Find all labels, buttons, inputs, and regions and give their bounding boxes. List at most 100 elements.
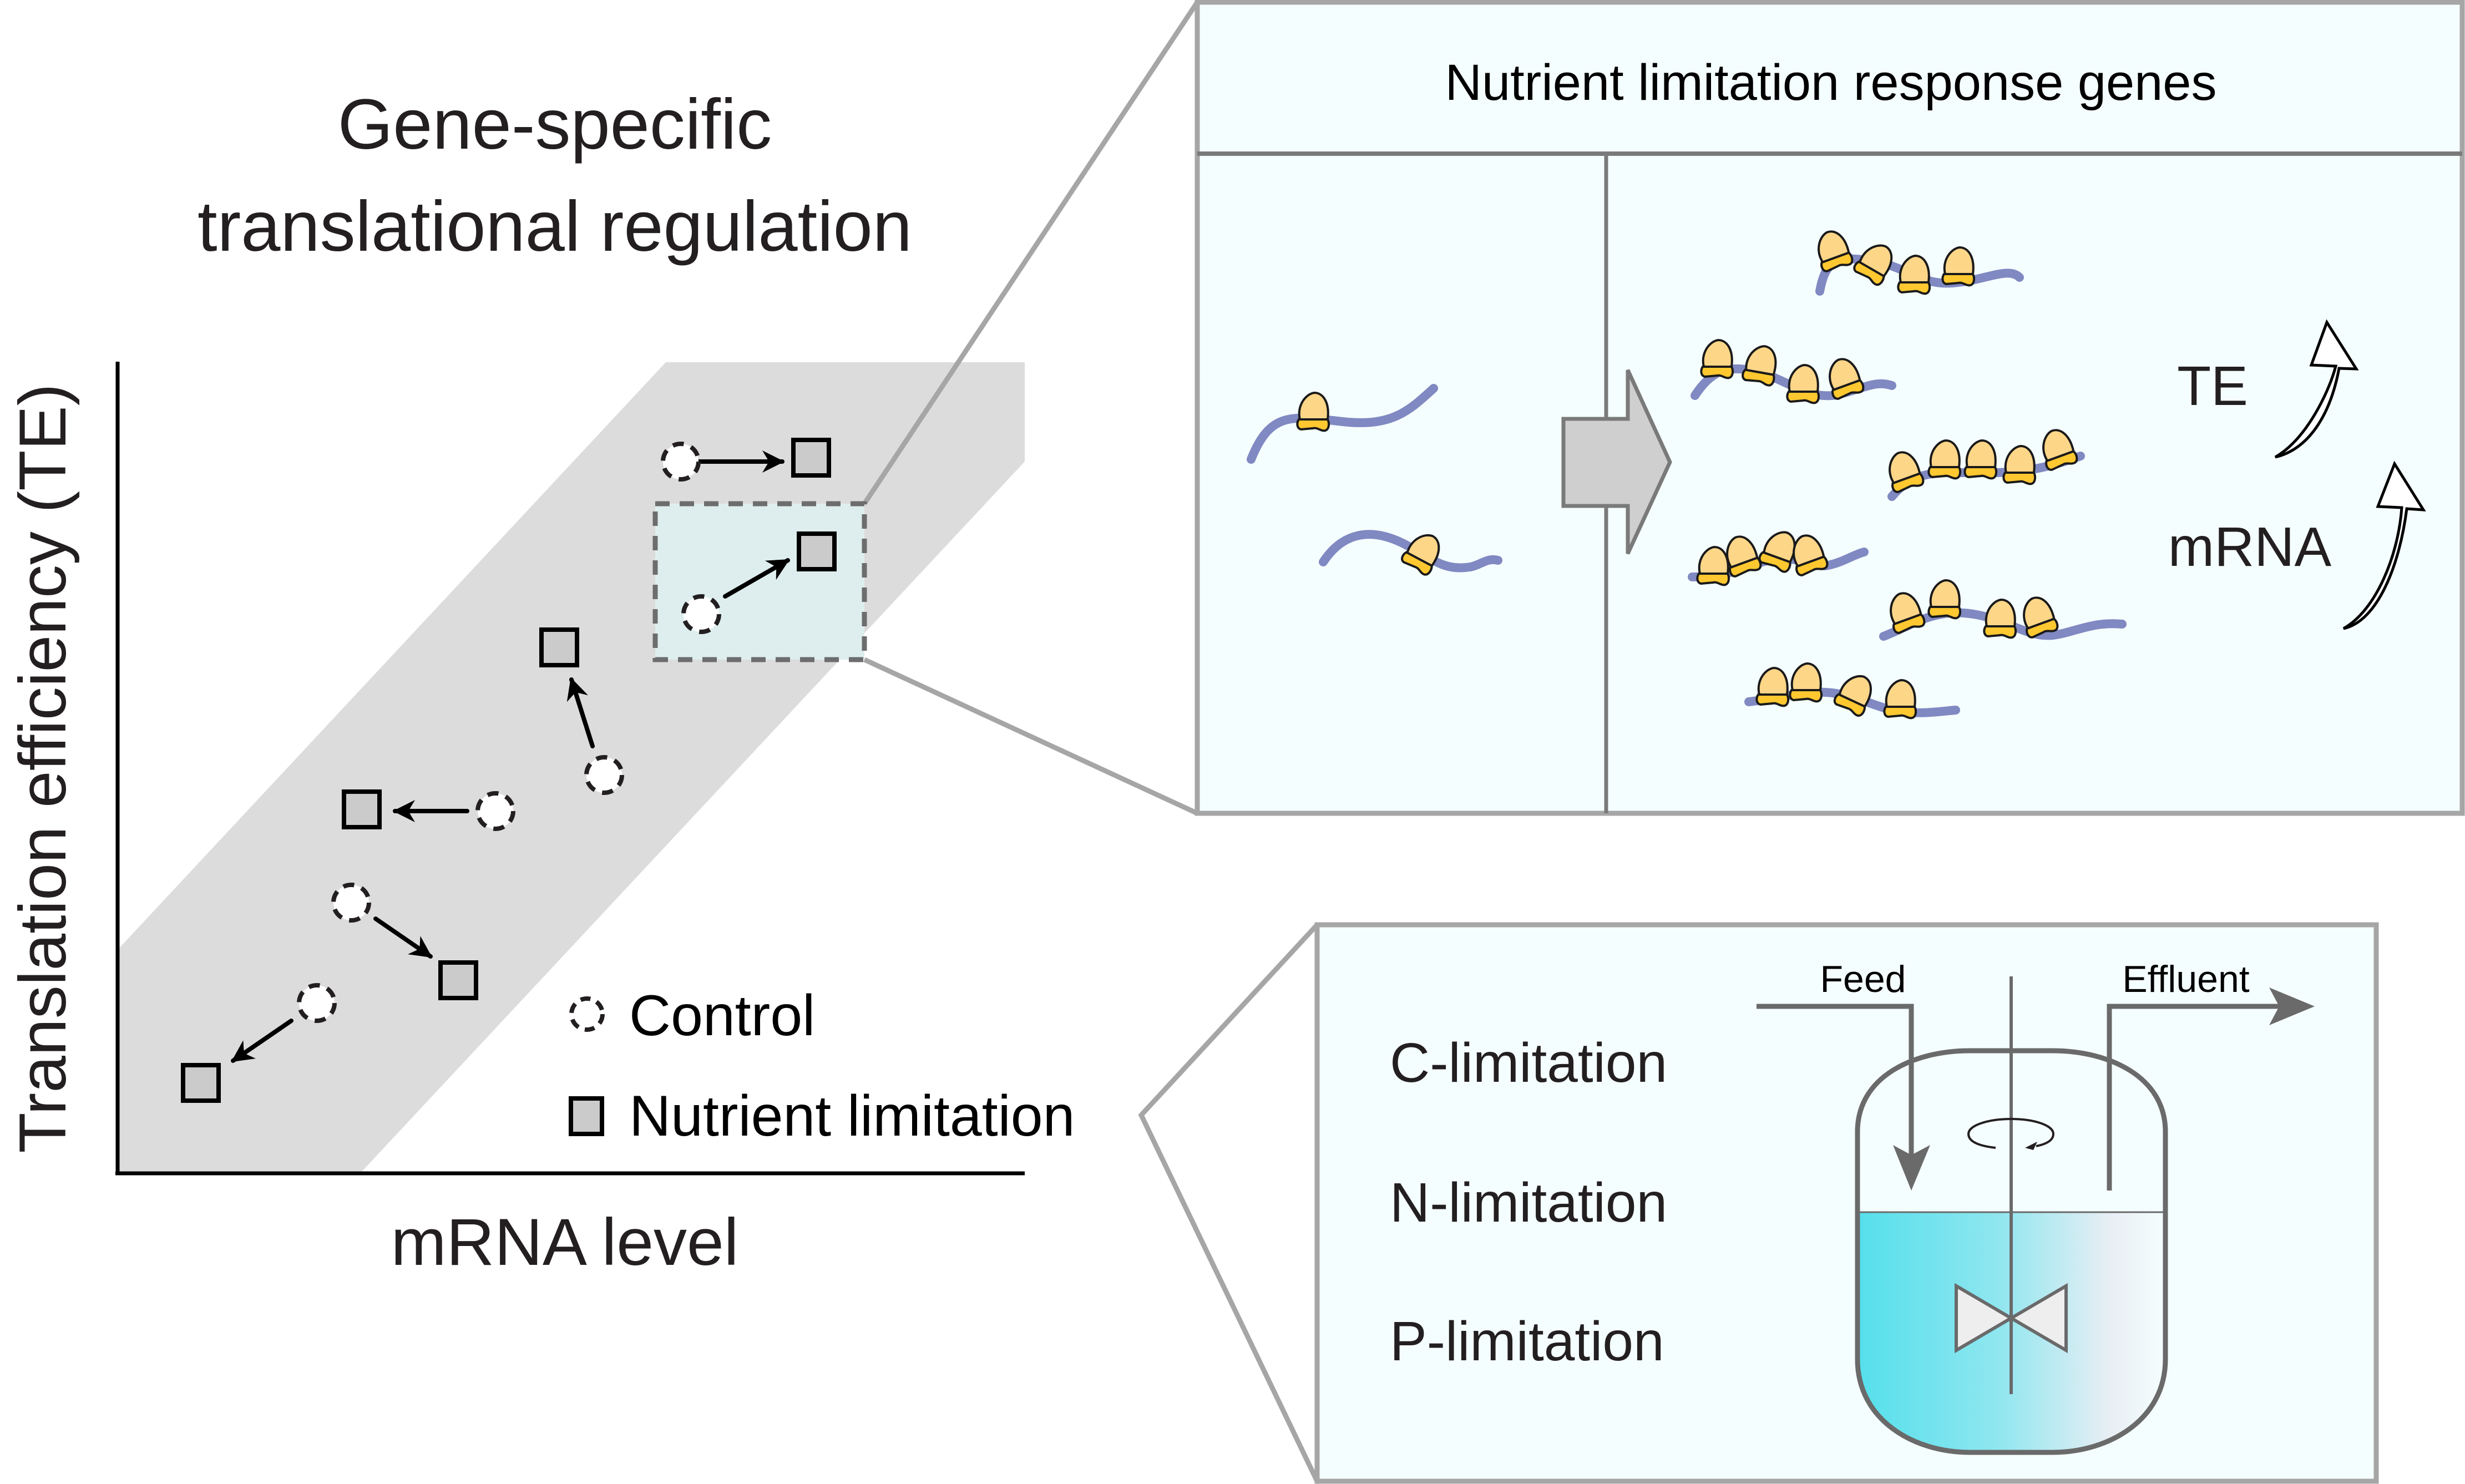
y-axis-label: Translation efficiency (TE) — [6, 383, 80, 1153]
control-marker — [475, 791, 515, 831]
ribosome-icon — [1897, 254, 1931, 295]
ribosome-icon — [1890, 592, 1926, 634]
ribosome-icon — [2042, 429, 2078, 471]
te-label: TE — [2177, 355, 2248, 417]
ribosome-icon — [1696, 545, 1730, 586]
ribosome-icon — [1742, 345, 1777, 387]
te-vs-mrna-plot: Translation efficiency (TE) mRNA level C… — [6, 1, 1320, 1482]
induced-transcript — [1690, 338, 1896, 404]
control-marker — [297, 983, 337, 1023]
shift-arrow — [723, 558, 790, 599]
control-marker — [661, 442, 701, 482]
legend-control-label: Control — [629, 984, 815, 1048]
vessel-outline — [1855, 1048, 2168, 1455]
ribosome-icon — [1401, 534, 1440, 576]
control-transcript — [1319, 530, 1502, 576]
nutrient-limitation-marker — [539, 627, 579, 667]
ribosome-icon — [1758, 531, 1796, 573]
zoom-projection-line-top — [862, 1, 1199, 505]
ribosome-icon — [2002, 444, 2037, 485]
ribosome-icon — [1755, 666, 1790, 707]
response-panel-title: Nutrient limitation response genes — [1445, 54, 2217, 111]
highlight-box[interactable] — [652, 501, 867, 662]
control-marker — [331, 883, 371, 923]
legend: Control Nutrient limitation — [569, 984, 1075, 1148]
regulation-band — [118, 362, 1025, 1173]
induced-transcript — [1688, 531, 1869, 586]
nutrient-limitation-marker — [438, 960, 478, 1000]
gene-shift-5 — [331, 883, 478, 1000]
gene-shift-2 — [681, 531, 837, 634]
ribosome-icon — [1789, 662, 1823, 703]
ribosome-icon — [1927, 579, 1962, 620]
shift-arrow — [231, 1019, 293, 1063]
gene-shift-4 — [342, 789, 515, 831]
feed-pipe — [1757, 1004, 1914, 1165]
te-up-arrow-icon — [2274, 319, 2359, 459]
feed-label: Feed — [1820, 958, 1906, 1000]
effluent-label: Effluent — [2122, 958, 2249, 1000]
ribosome-icon — [1983, 598, 2017, 639]
ribosome-icon — [1786, 363, 1820, 404]
control-transcript — [1247, 384, 1438, 464]
legend-control-marker — [569, 996, 605, 1032]
induced-transcript — [1887, 429, 2085, 501]
response-genes-panel: Nutrient limitation response genes TE mR… — [1194, 0, 2465, 816]
legend-nutrient-marker — [569, 1096, 604, 1136]
mrna-strand — [1247, 384, 1438, 464]
impeller-icon — [1955, 1283, 2068, 1354]
ribosome-icon — [1833, 675, 1872, 717]
nutrient-limitation-marker — [791, 438, 831, 478]
induced-transcript — [1744, 662, 1960, 720]
figure-title: Gene-specific translational regulation — [198, 85, 912, 266]
rotation-arrowhead-icon — [2025, 1142, 2037, 1150]
c-limitation-label: C-limitation — [1390, 1032, 1667, 1094]
ribosome-icon — [1700, 338, 1734, 379]
gene-shift-1 — [661, 438, 831, 482]
ribosome-icon — [1927, 439, 1962, 480]
zoom-projection-line-bottom — [863, 657, 1198, 816]
ribosome-icon — [1726, 535, 1762, 578]
ribosome-icon — [1883, 678, 1917, 720]
ribosome-icon — [1818, 230, 1854, 272]
ribosome-icon — [1793, 534, 1829, 576]
bioreactor-icon: Feed Effluent — [1757, 958, 2315, 1455]
feed-arrowhead-icon — [1893, 1145, 1930, 1191]
gene-shift-6 — [181, 983, 337, 1103]
title-line-1: Gene-specific — [338, 85, 772, 164]
chemostat-panel: C-limitation N-limitation P-limitation F… — [1314, 922, 2379, 1484]
gene-shift-markers — [181, 438, 837, 1103]
nutrient-limitation-marker — [342, 789, 382, 829]
ribosome-icon — [1889, 451, 1925, 493]
mrna-label: mRNA — [2168, 516, 2332, 578]
ribosome-icon — [1296, 391, 1330, 432]
shift-arrow — [373, 916, 433, 959]
x-axis-label: mRNA level — [391, 1205, 739, 1279]
control-marker — [584, 755, 624, 795]
ribosome-icon — [1829, 358, 1865, 400]
polysome-group — [1247, 230, 2127, 720]
induced-transcript — [1879, 579, 2127, 641]
legend-nutrient-label: Nutrient limitation — [629, 1084, 1075, 1148]
nutrient-limitation-marker — [181, 1063, 221, 1103]
rotation-icon — [1967, 1117, 2055, 1149]
effluent-arrowhead-icon — [2269, 987, 2315, 1025]
gene-shift-3 — [539, 627, 624, 795]
induced-transcript — [1815, 230, 2024, 296]
nutrient-limitation-marker — [797, 531, 837, 571]
mrna-up-arrow-icon — [2342, 460, 2426, 630]
bottom-panel-connector — [1138, 923, 1320, 1482]
ribosome-icon — [1853, 244, 1893, 286]
transition-arrow-icon — [1561, 369, 1672, 555]
p-limitation-label: P-limitation — [1390, 1310, 1664, 1372]
effluent-pipe — [2107, 1004, 2291, 1191]
control-marker — [681, 594, 721, 634]
chemostat-panel-frame — [1314, 922, 2379, 1484]
ribosome-icon — [2023, 596, 2059, 639]
shift-arrow — [566, 677, 595, 748]
n-limitation-label: N-limitation — [1390, 1172, 1667, 1234]
ribosome-icon — [1941, 246, 1976, 287]
ribosome-icon — [1963, 439, 1998, 480]
title-line-2: translational regulation — [198, 187, 912, 266]
